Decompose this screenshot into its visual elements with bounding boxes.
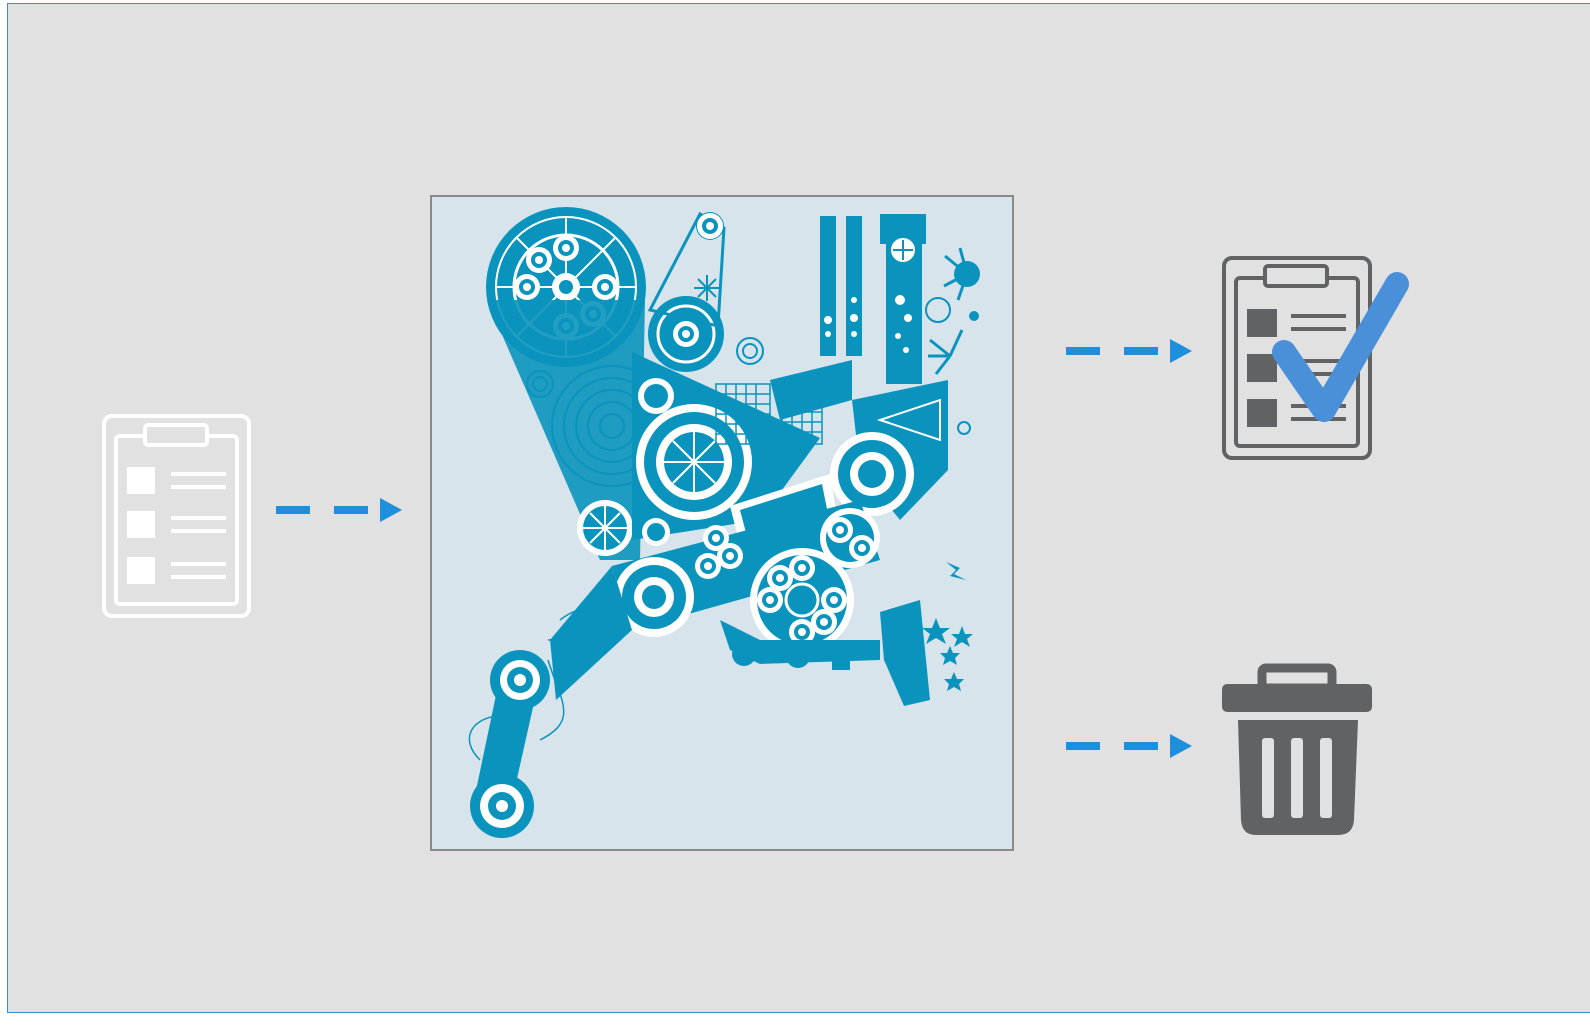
diagram-frame [7, 3, 1590, 1013]
